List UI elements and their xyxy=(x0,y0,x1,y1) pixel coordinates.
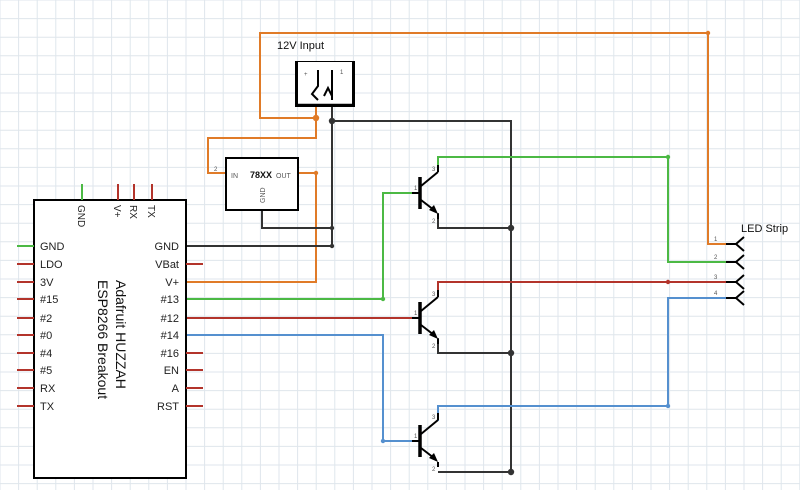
left-pin-label: TX xyxy=(40,401,55,413)
junction-blue-q3 xyxy=(665,403,671,409)
wire-ground-regulator xyxy=(261,208,332,229)
strip-pin-label: 3 xyxy=(714,275,718,281)
junction-gnd-pin xyxy=(329,243,335,249)
junction-gnd-reg xyxy=(329,225,335,231)
transistor-pin-label: 1 xyxy=(414,434,418,440)
strip-pins: 1 2 3 4 xyxy=(714,236,745,306)
junction-gnd-jack xyxy=(328,117,336,125)
strip-pin-label: 2 xyxy=(714,255,718,261)
strip-pin-chevron xyxy=(734,290,745,306)
right-pin-label: EN xyxy=(164,365,179,377)
left-pin-label: #15 xyxy=(40,294,58,306)
junction-green-q1 xyxy=(665,154,671,160)
voltage-regulator: 78XX IN OUT GND 2 xyxy=(214,157,299,211)
board-title-2: ESP8266 Breakout xyxy=(95,280,111,399)
board-title-1: Adafruit HUZZAH xyxy=(113,280,129,389)
wire-pin13-q1 xyxy=(186,192,412,300)
transistor-q3: 3 1 2 xyxy=(412,413,439,473)
left-pin-label: #0 xyxy=(40,330,52,342)
left-pin-label: #4 xyxy=(40,348,52,360)
strip-pin-chevron xyxy=(734,236,745,252)
right-pin-label: #14 xyxy=(161,330,179,342)
regulator-label: 78XX xyxy=(250,170,272,180)
transistor-pin-label: 2 xyxy=(432,344,436,350)
left-pin-label: LDO xyxy=(40,259,63,271)
left-pin-label: #5 xyxy=(40,365,52,377)
junction-gnd-q1 xyxy=(507,224,515,232)
input-label: 12V Input xyxy=(277,40,324,52)
strip-pin-chevron xyxy=(734,274,745,290)
junction-blue-base xyxy=(380,438,386,444)
board-left-pins: GND LDO 3V #15 #2 #0 #4 #5RX TX xyxy=(17,241,65,413)
wire-q1-strip2 xyxy=(437,156,726,263)
transistor-pin-label: 3 xyxy=(432,167,436,173)
wire-ground-q1 xyxy=(437,213,511,229)
junction-gnd-q3 xyxy=(507,468,515,476)
left-pin-label: GND xyxy=(40,241,65,253)
transistor-q2: 3 1 2 xyxy=(412,290,439,350)
power-jack: 12V Input + 1 xyxy=(277,40,355,107)
top-pin-label: RX xyxy=(127,205,138,219)
led-strip-label: LED Strip xyxy=(741,223,788,235)
jack-plus: + xyxy=(304,72,308,78)
right-pin-label: #16 xyxy=(161,348,179,360)
transistor-pin-label: 2 xyxy=(432,219,436,225)
regulator-pin-2: 2 xyxy=(214,167,218,173)
top-pin-label: V+ xyxy=(111,205,122,218)
wire-pin14-q3 xyxy=(186,334,412,442)
transistor-pin-label: 3 xyxy=(432,292,436,298)
right-pin-label: #12 xyxy=(161,313,179,325)
top-pin-label: GND xyxy=(75,205,86,227)
jack-pin-1: 1 xyxy=(340,70,344,76)
junction-red-strip xyxy=(665,279,671,285)
right-pin-label: GND xyxy=(155,241,180,253)
transistors: 3 1 2 3 1 2 3 1 2 xyxy=(412,165,439,473)
led-strip-connector: LED Strip 1 2 3 4 xyxy=(714,223,788,306)
junction-12v xyxy=(312,114,320,122)
junction-gnd-q2 xyxy=(507,349,515,357)
board-top-pins: GND V+ RX TX xyxy=(75,184,156,227)
right-pin-label: #13 xyxy=(161,294,179,306)
transistor-pin-label: 1 xyxy=(414,311,418,317)
right-pin-label: A xyxy=(172,383,180,395)
right-pin-label: VBat xyxy=(155,259,179,271)
regulator-gnd-label: GND xyxy=(260,187,267,203)
left-pin-label: #2 xyxy=(40,313,52,325)
strip-pin-label: 1 xyxy=(714,237,718,243)
strip-pin-chevron xyxy=(734,254,745,270)
junction-green-base xyxy=(380,296,386,302)
wire-ground-bus xyxy=(332,120,512,473)
wire-q2-strip3 xyxy=(437,281,726,297)
right-pin-label: RST xyxy=(157,401,179,413)
regulator-out-label: OUT xyxy=(276,173,292,180)
wire-ground-q2 xyxy=(437,338,511,354)
right-pin-label: V+ xyxy=(165,277,179,289)
junction-orange-corner xyxy=(705,30,711,36)
strip-pin-label: 4 xyxy=(714,291,718,297)
top-pin-label: TX xyxy=(145,205,156,218)
left-pin-label: 3V xyxy=(40,277,54,289)
transistor-pin-label: 3 xyxy=(432,415,436,421)
regulator-in-label: IN xyxy=(231,173,238,180)
transistor-pin-label: 1 xyxy=(414,186,418,192)
transistor-pin-label: 2 xyxy=(432,467,436,473)
junction-reg-out xyxy=(313,170,319,176)
transistor-q1: 3 1 2 xyxy=(412,165,439,225)
wire-12v-regulator xyxy=(207,118,317,174)
left-pin-label: RX xyxy=(40,383,56,395)
